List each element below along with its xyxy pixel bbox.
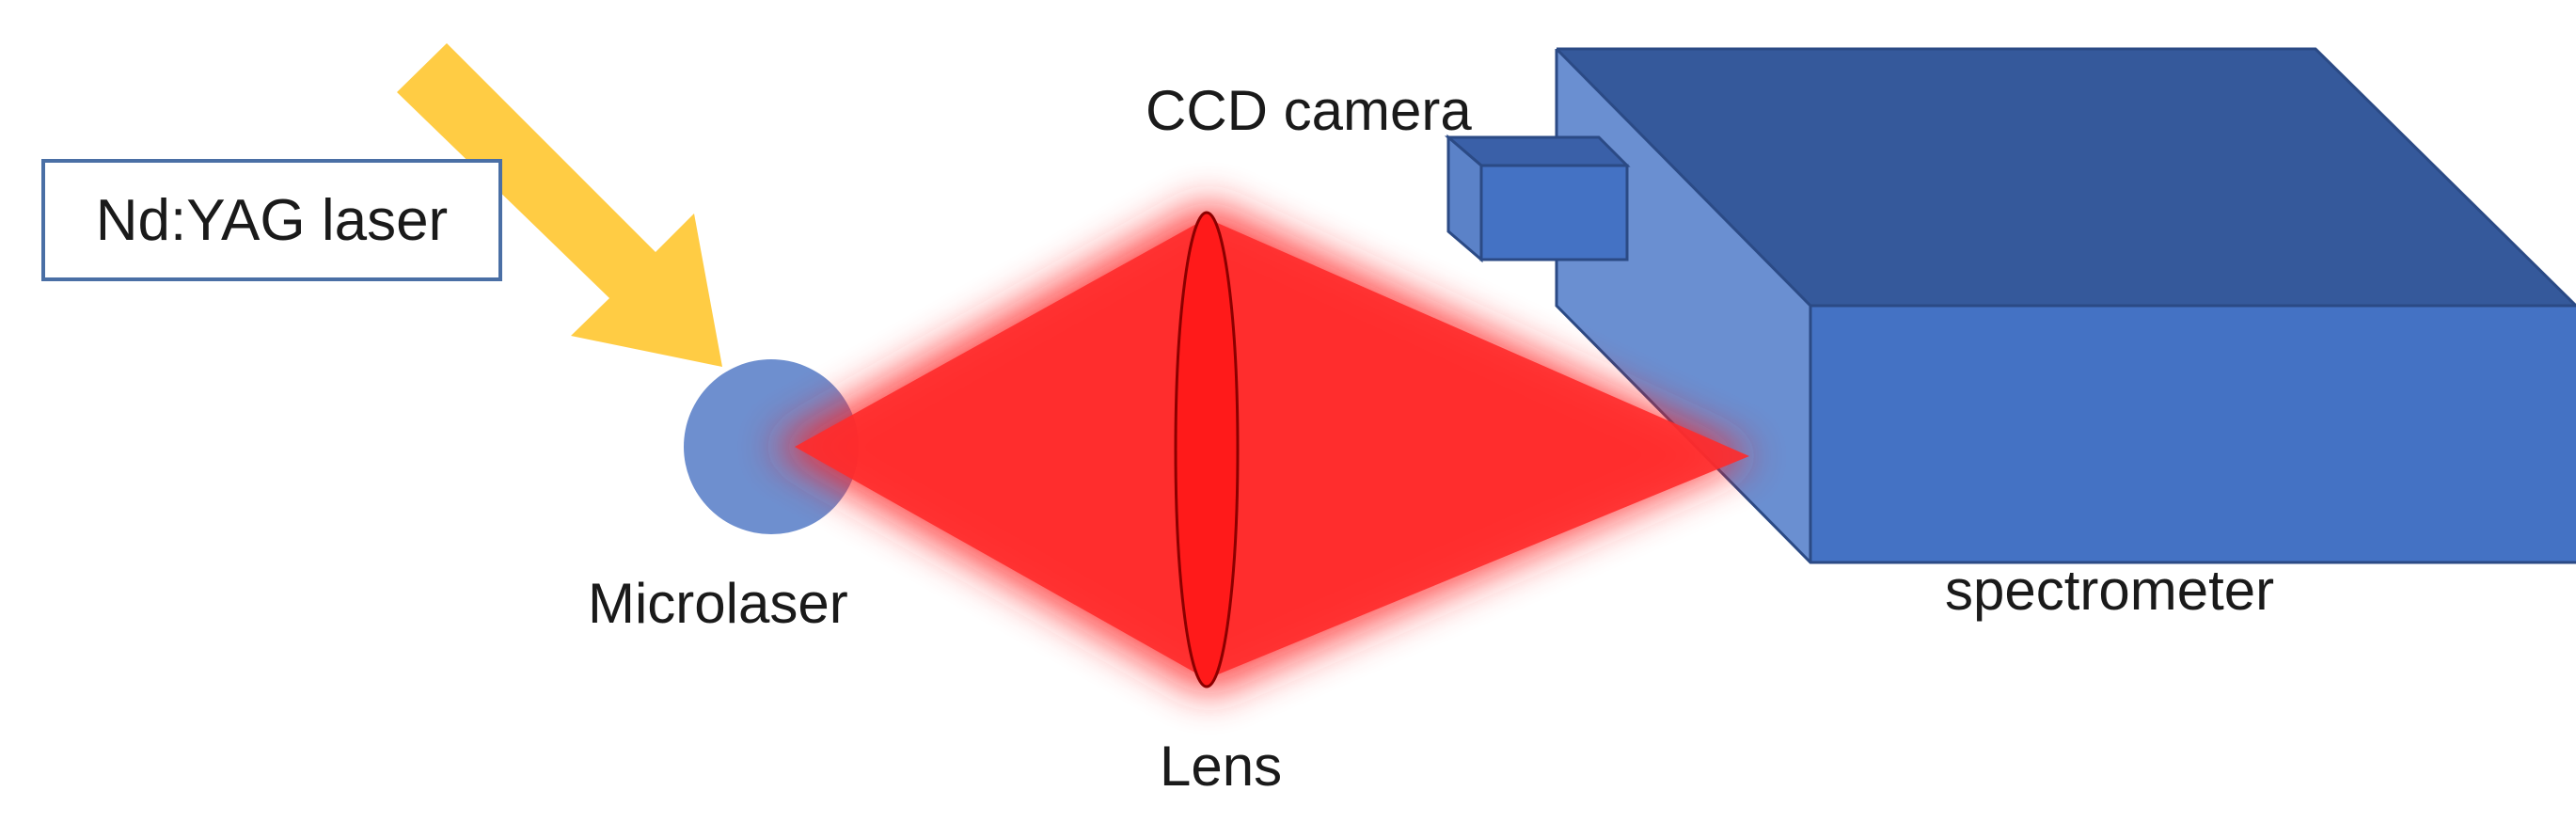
ccd-camera-label: CCD camera (1146, 79, 1472, 142)
spectrometer-box (1555, 47, 2576, 564)
ccd-camera-box (1444, 134, 1631, 263)
microlaser-label: Microlaser (588, 572, 848, 635)
emission-beam (771, 202, 1754, 694)
spectrometer-label: spectrometer (1945, 559, 2275, 622)
lens-label: Lens (1160, 735, 1283, 798)
spectrometer-top-face (1557, 49, 2576, 306)
pump-laser-box: Nd:YAG laser (41, 159, 502, 281)
pump-laser-label: Nd:YAG laser (95, 187, 449, 253)
spectrometer-front-face (1810, 306, 2576, 562)
pump-arrow (397, 43, 722, 367)
lens-icon (1174, 211, 1240, 688)
